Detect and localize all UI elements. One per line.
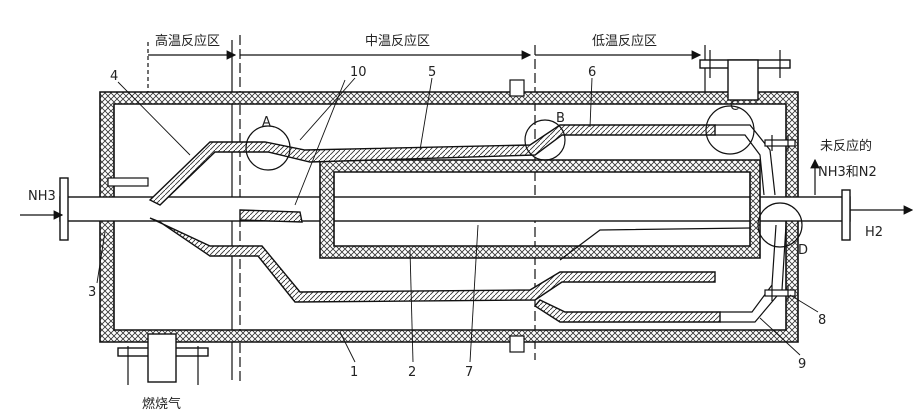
detail-letter-b: B — [556, 111, 565, 126]
top-nozzle — [510, 80, 524, 96]
detail-letter-c: C — [730, 99, 739, 114]
zone-label-mid: 中温反应区 — [365, 33, 430, 49]
h2-outlet-label: H2 — [865, 225, 883, 240]
exhaust-label: 燃烧气 — [142, 396, 181, 412]
zone-label-low: 低温反应区 — [592, 33, 657, 49]
lower-reactor-tube-2 — [535, 300, 720, 322]
detail-letter-a: A — [262, 115, 271, 130]
part-number-7: 7 — [465, 365, 473, 380]
detail-letter-d: D — [798, 243, 808, 258]
part-number-3: 3 — [88, 285, 96, 300]
unreacted-label-line2: NH3和N2 — [818, 165, 877, 180]
inlet-bolt — [108, 178, 148, 186]
high-temp-duct — [240, 210, 302, 222]
unreacted-label-line1: 未反应的 — [820, 138, 872, 154]
part-number-6: 6 — [588, 65, 596, 80]
nh3-inlet-label: NH3 — [28, 189, 56, 204]
part-number-5: 5 — [428, 65, 436, 80]
part-number-1: 1 — [350, 365, 358, 380]
bottom-nozzle — [510, 336, 524, 352]
part-number-8: 8 — [818, 313, 826, 328]
zone-label-high: 高温反应区 — [155, 33, 220, 49]
part-number-4: 4 — [110, 69, 118, 84]
part-number-9: 9 — [798, 357, 806, 372]
lower-reactor-tube — [150, 218, 715, 302]
part-number-10: 10 — [350, 65, 367, 80]
part-number-2: 2 — [408, 365, 416, 380]
